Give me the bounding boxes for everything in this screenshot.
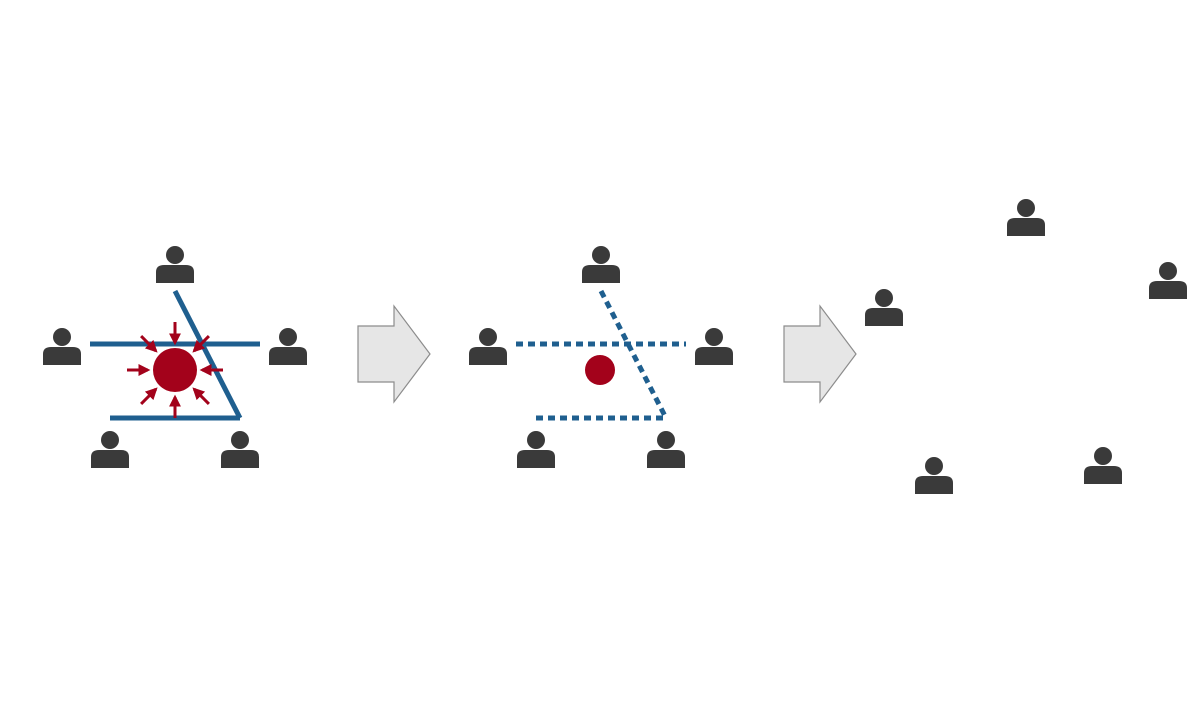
- person-icon: [1084, 447, 1122, 484]
- inward-arrow-icon: [192, 335, 210, 353]
- person-icon: [43, 328, 81, 365]
- person-icon: [156, 246, 194, 283]
- people-group: [43, 246, 307, 468]
- person-icon: [221, 431, 259, 468]
- right-arrow-icon: [783, 304, 857, 404]
- person-icon: [91, 431, 129, 468]
- inward-arrow-icon: [140, 335, 158, 353]
- constraint-lines: [516, 289, 686, 421]
- person-icon: [1149, 262, 1187, 299]
- person-icon: [469, 328, 507, 365]
- person-icon: [517, 431, 555, 468]
- pressure-arrows: [127, 322, 223, 418]
- person-icon: [1007, 199, 1045, 236]
- panel-dispersed: [865, 199, 1187, 494]
- person-icon: [269, 328, 307, 365]
- people-group: [865, 199, 1187, 494]
- center-dot-icon: [153, 348, 197, 392]
- constraint-line-diagonal: [172, 289, 243, 420]
- person-icon: [695, 328, 733, 365]
- center-dot-icon: [585, 355, 615, 385]
- inward-arrow-icon: [192, 387, 210, 405]
- person-icon: [915, 457, 953, 494]
- inward-arrow-icon: [140, 387, 158, 405]
- person-icon: [582, 246, 620, 283]
- people-group: [469, 246, 733, 468]
- person-icon: [865, 289, 903, 326]
- panel-bound: [43, 246, 307, 468]
- panel-loosened: [469, 246, 733, 468]
- person-icon: [647, 431, 685, 468]
- right-arrow-icon: [357, 304, 431, 404]
- constraint-line-diagonal: [598, 289, 669, 420]
